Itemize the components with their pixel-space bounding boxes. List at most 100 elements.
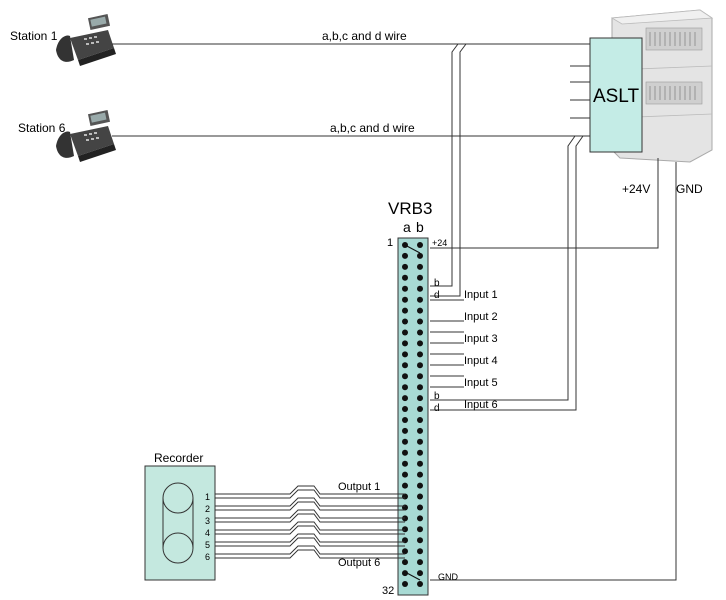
terminal-pin-b-21	[417, 460, 423, 467]
terminal-pin-a-4	[402, 274, 408, 281]
input-2-label: Input 2	[464, 311, 498, 323]
terminal-pin-a-23	[402, 482, 408, 489]
recorder-reel-top	[162, 482, 194, 514]
recorder-channel-5: 5	[205, 540, 210, 550]
terminal-pin-b-30	[417, 559, 423, 566]
terminal-pin-b-6	[417, 296, 423, 303]
terminal-pin-a-15	[402, 395, 408, 402]
terminal-pin-a-27	[402, 526, 408, 533]
recorder-channel-3: 3	[205, 516, 210, 526]
terminal-pin-b-18	[417, 427, 423, 434]
station-1-tap-wires	[430, 43, 467, 297]
terminal-pin-b-20	[417, 449, 423, 456]
terminal-pin-a-11	[402, 351, 408, 358]
terminal-pin-a-29	[402, 548, 408, 555]
input-6-label: Input 6	[464, 399, 498, 411]
terminal-pin-b-13	[417, 373, 423, 380]
d-label-input-1: d	[434, 290, 440, 301]
gnd-jumper	[404, 571, 421, 581]
terminal-pin-a-20	[402, 449, 408, 456]
terminal-pin-b-8	[417, 318, 423, 325]
vrb3-col-a: a	[403, 219, 411, 235]
b-label-input-1: b	[434, 278, 440, 289]
plus24-wire	[430, 158, 659, 249]
gnd-label: GND	[676, 182, 703, 196]
input-4-label: Input 4	[464, 355, 498, 367]
input-3-label: Input 3	[464, 333, 498, 345]
terminal-pin-b-1	[417, 242, 423, 248]
terminal-pin-a-6	[402, 296, 408, 303]
terminal-pin-b-9	[417, 329, 423, 336]
terminal-pin-a-22	[402, 471, 408, 478]
terminal-pin-b-16	[417, 406, 423, 412]
terminal-pin-b-19	[417, 438, 423, 445]
terminal-pin-b-29	[417, 548, 423, 555]
terminal-pin-b-14	[417, 384, 423, 391]
terminal-pin-b-32	[417, 581, 423, 587]
terminal-pin-a-2	[402, 252, 408, 259]
station-1-wire-label: a,b,c and d wire	[322, 29, 407, 43]
terminal-pin-b-15	[417, 395, 423, 402]
output-1-label: Output 1	[338, 481, 380, 493]
terminal-pin-a-3	[402, 263, 408, 270]
plus24-pin-label: +24	[432, 238, 447, 248]
station-6-label: Station 6	[18, 121, 66, 135]
recorder-channel-6: 6	[205, 552, 210, 562]
terminal-pin-b-2	[417, 252, 423, 259]
terminal-pin-b-24	[417, 493, 423, 500]
terminal-pin-b-22	[417, 471, 423, 478]
terminal-pin-b-23	[417, 482, 423, 489]
terminal-pin-a-12	[402, 362, 408, 369]
recorder-output-wires	[215, 485, 405, 559]
terminal-pin-b-28	[417, 537, 423, 544]
terminal-pin-b-25	[417, 504, 423, 511]
terminal-pin-a-10	[402, 340, 408, 347]
terminal-pin-b-7	[417, 307, 423, 314]
terminal-pin-b-3	[417, 263, 423, 270]
gnd-wire	[430, 162, 677, 581]
recorder-channel-4: 4	[205, 528, 210, 538]
terminal-pin-a-21	[402, 460, 408, 467]
terminal-pin-b-27	[417, 526, 423, 533]
telephone-station-6-icon	[56, 110, 116, 162]
vrb3-pin-first: 1	[387, 237, 393, 249]
terminal-pin-b-10	[417, 340, 423, 347]
terminal-pin-b-17	[417, 417, 423, 423]
terminal-pin-b-4	[417, 274, 423, 281]
terminal-pin-b-31	[417, 570, 423, 577]
aslt-label: ASLT	[593, 86, 640, 107]
recorder-channel-2: 2	[205, 504, 210, 514]
terminal-pin-a-16	[402, 406, 408, 412]
input-5-label: Input 5	[464, 377, 498, 389]
terminal-pin-a-9	[402, 329, 408, 336]
station-6-tap-wires	[430, 135, 584, 411]
terminal-pin-a-8	[402, 318, 408, 325]
vrb3-pins	[402, 242, 423, 587]
terminal-pin-a-7	[402, 307, 408, 314]
telephone-station-1-icon	[56, 14, 116, 66]
output-6-label: Output 6	[338, 557, 380, 569]
terminal-pin-a-17	[402, 417, 408, 423]
terminal-pin-b-11	[417, 351, 423, 358]
recorder-channel-1: 1	[205, 492, 210, 502]
vrb3-pin-last: 32	[382, 585, 394, 597]
terminal-pin-a-18	[402, 427, 408, 434]
terminal-pin-b-12	[417, 362, 423, 369]
aslt-card: ASLT	[570, 37, 643, 153]
station-6-wire-label: a,b,c and d wire	[330, 121, 415, 135]
terminal-pin-b-26	[417, 515, 423, 522]
terminal-pin-a-19	[402, 438, 408, 445]
terminal-pin-a-32	[402, 581, 408, 587]
recorder-title: Recorder	[154, 451, 203, 465]
terminal-pin-a-30	[402, 559, 408, 566]
vrb3-title: VRB3	[388, 199, 432, 218]
terminal-pin-a-5	[402, 285, 408, 292]
gnd-pin-label: GND	[438, 572, 459, 582]
terminal-pin-a-13	[402, 373, 408, 380]
b-label-input-6: b	[434, 391, 440, 402]
terminal-pin-a-31	[402, 570, 408, 577]
terminal-pin-b-5	[417, 285, 423, 292]
input-lead-lines	[430, 299, 464, 388]
